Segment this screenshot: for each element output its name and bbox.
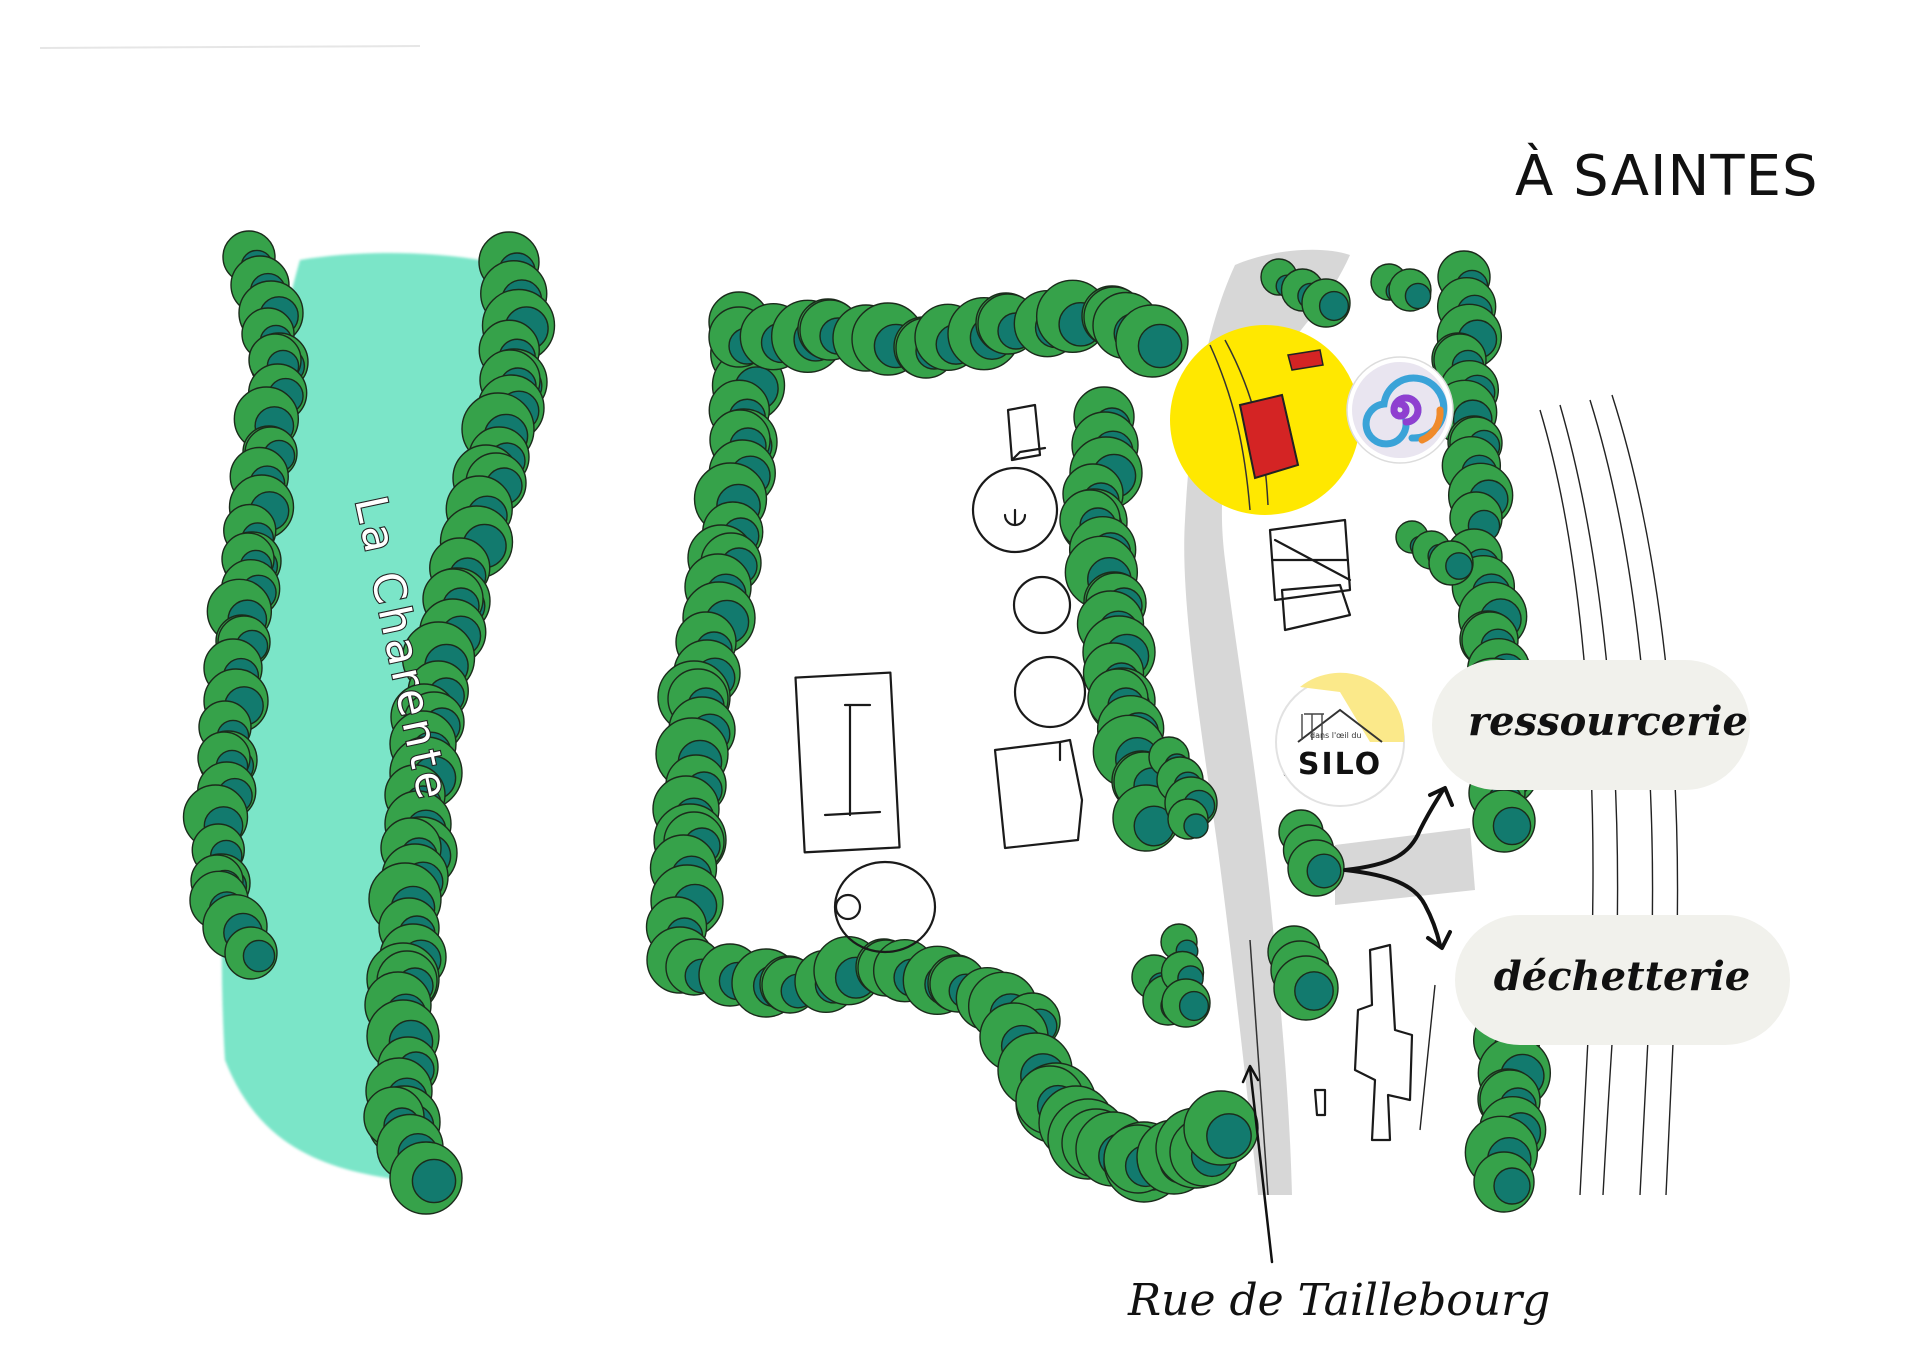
tree-blob — [1137, 323, 1183, 369]
arrow-up-icon — [1343, 788, 1445, 872]
pill-dechetterie: déchetterie — [1494, 953, 1750, 1000]
silo-name: SILO — [1298, 747, 1382, 782]
pill-ressourcerie: ressourcerie — [1468, 698, 1748, 745]
tree-blob — [1445, 552, 1473, 580]
pointer-arrow-icon — [1248, 1066, 1274, 1264]
tree-blob — [242, 939, 276, 973]
river — [221, 253, 505, 1180]
silo-tagline: dans l'œil du — [1310, 731, 1362, 740]
roads — [1184, 249, 1475, 1196]
tree-blob — [1306, 853, 1342, 889]
tree-blob — [411, 1158, 457, 1204]
tree-blob — [1492, 806, 1532, 846]
direction-arrows — [1241, 786, 1454, 1264]
spiral-logo-icon — [1346, 356, 1454, 464]
tree-blob — [1178, 990, 1210, 1022]
ressourcerie-callout: ressourcerie — [1432, 660, 1750, 790]
tree-blob — [1183, 813, 1209, 839]
map-title: À SAINTES — [1515, 144, 1819, 209]
arrow-down-icon — [1343, 868, 1442, 947]
dechetterie-callout: déchetterie — [1455, 915, 1790, 1045]
tree-blob — [1294, 971, 1334, 1011]
railway — [1419, 394, 1679, 1196]
tree-blob — [1206, 1113, 1252, 1159]
tree-blob — [1318, 290, 1350, 322]
tree-blob — [1493, 1167, 1531, 1205]
silo-logo-icon: dans l'œil du SILO — [1275, 672, 1405, 807]
street-label: Rue de Taillebourg — [1127, 1275, 1550, 1326]
highlighted-building — [1238, 349, 1324, 480]
location-marker — [1170, 325, 1360, 515]
tree-blob — [1404, 282, 1432, 310]
buildings — [794, 403, 1414, 1142]
